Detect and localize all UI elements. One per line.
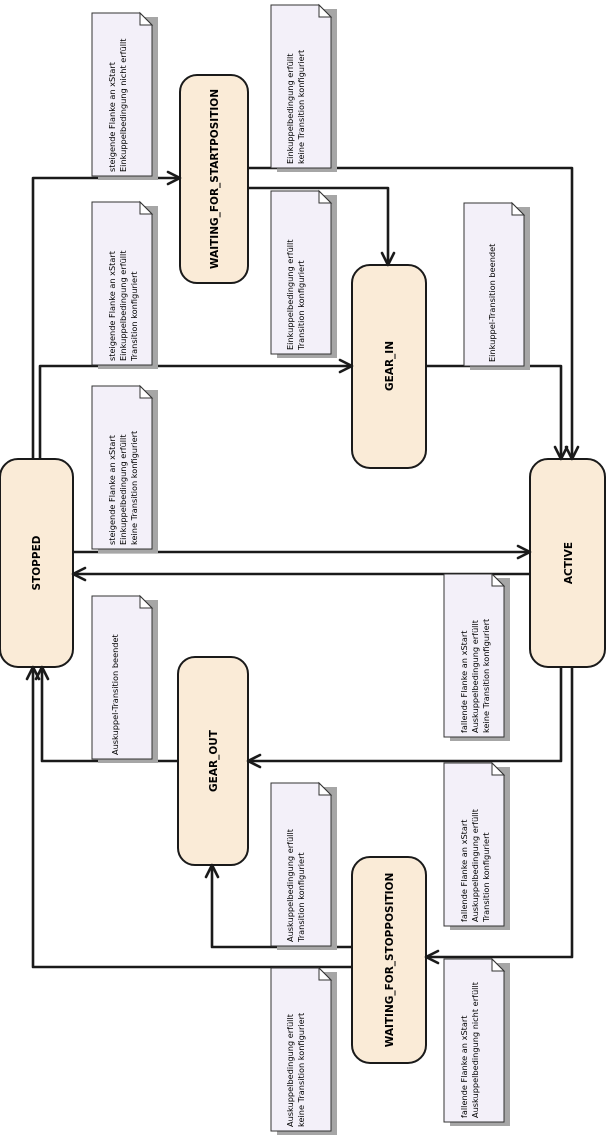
- note-waiting-start-to-active: Einkuppelbedingung erfüllt keine Transit…: [270, 3, 337, 172]
- state-waiting-for-startposition[interactable]: WAITING_FOR_STARTPOSITION: [179, 74, 249, 284]
- state-label: GEAR_OUT: [208, 729, 220, 792]
- note-line: Transition konfiguriert: [296, 852, 306, 943]
- note-gear-out-to-stopped: Auskuppel-Transition beendet: [91, 594, 158, 763]
- state-label: GEAR_IN: [384, 341, 396, 391]
- note-line: Auskuppel-Transition beendet: [110, 633, 120, 755]
- note-stopped-to-waiting-start: steigende Flanke an xStart Einkuppelbedi…: [91, 11, 158, 180]
- note-active-to-gear-out: fallende Flanke an xStart Auskuppelbedin…: [443, 761, 510, 930]
- note-active-to-stopped: fallende Flanke an xStart Auskuppelbedin…: [443, 572, 510, 741]
- note-line: steigende Flanke an xStart: [107, 61, 117, 172]
- note-line: steigende Flanke an xStart: [107, 434, 117, 545]
- note-line: Einkuppelbedingung erfüllt: [285, 53, 295, 164]
- note-line: Transition konfiguriert: [481, 832, 491, 923]
- note-line: keine Transition konfiguriert: [296, 1012, 306, 1127]
- note-line: fallende Flanke an xStart: [459, 819, 469, 922]
- note-line: fallende Flanke an xStart: [459, 1015, 469, 1118]
- note-waiting-stop-to-gear-out: Auskuppelbedingung erfüllt Transition ko…: [270, 781, 337, 950]
- note-line: Auskuppelbedingung erfüllt: [285, 1013, 295, 1127]
- note-line: Einkuppelbedingung erfüllt: [118, 250, 128, 361]
- state-waiting-for-stopposition[interactable]: WAITING_FOR_STOPPOSITION: [351, 856, 427, 1064]
- note-line: keine Transition konfiguriert: [481, 618, 491, 733]
- note-line: Auskuppelbedingung nicht erfüllt: [470, 981, 480, 1118]
- note-stopped-to-active: steigende Flanke an xStart Einkuppelbedi…: [91, 384, 158, 553]
- note-line: Auskuppelbedingung erfüllt: [470, 808, 480, 922]
- note-line: keine Transition konfiguriert: [296, 49, 306, 164]
- note-line: Transition konfiguriert: [129, 271, 139, 362]
- note-line: Transition konfiguriert: [296, 260, 306, 351]
- note-line: Auskuppelbedingung erfüllt: [470, 619, 480, 733]
- state-label: WAITING_FOR_STOPPOSITION: [384, 873, 396, 1048]
- state-gear-out[interactable]: GEAR_OUT: [177, 656, 249, 866]
- note-active-to-waiting-stop: fallende Flanke an xStart Auskuppelbedin…: [443, 957, 510, 1126]
- state-stopped[interactable]: STOPPED: [0, 458, 74, 668]
- note-line: Einkuppelbedingung erfüllt: [285, 239, 295, 350]
- note-stopped-to-gear-in: steigende Flanke an xStart Einkuppelbedi…: [91, 200, 158, 369]
- note-line: keine Transition konfiguriert: [129, 430, 139, 545]
- note-waiting-stop-to-stopped: Auskuppelbedingung erfüllt keine Transit…: [270, 966, 337, 1135]
- note-line: Einkuppelbedingung erfüllt: [118, 434, 128, 545]
- edge-waiting-stop-to-stopped: [25, 665, 352, 969]
- note-waiting-start-to-gear-in: Einkuppelbedingung erfüllt Transition ko…: [270, 189, 337, 358]
- note-line: fallende Flanke an xStart: [459, 630, 469, 733]
- note-line: Einkuppelbedingung nicht erfüllt: [118, 38, 128, 172]
- edge-active-to-gear-out: [246, 667, 563, 769]
- edge-waiting-start-to-active: [248, 166, 580, 461]
- note-gear-in-to-active: Einkuppel-Transition beendet: [463, 201, 530, 370]
- edge-waiting-start-to-gear-in: [248, 186, 396, 267]
- edge-stopped-to-gear-in: [38, 358, 354, 459]
- note-line: Einkuppel-Transition beendet: [487, 243, 497, 362]
- note-line: steigende Flanke an xStart: [107, 250, 117, 361]
- state-active[interactable]: ACTIVE: [529, 458, 606, 668]
- edge-active-to-waiting-stop: [424, 667, 574, 965]
- state-label: ACTIVE: [563, 542, 575, 584]
- note-line: Auskuppelbedingung erfüllt: [285, 828, 295, 942]
- state-label: WAITING_FOR_STARTPOSITION: [209, 89, 221, 269]
- state-label: STOPPED: [31, 535, 43, 590]
- state-gear-in[interactable]: GEAR_IN: [351, 264, 427, 469]
- edge-gear-in-to-active: [426, 364, 569, 461]
